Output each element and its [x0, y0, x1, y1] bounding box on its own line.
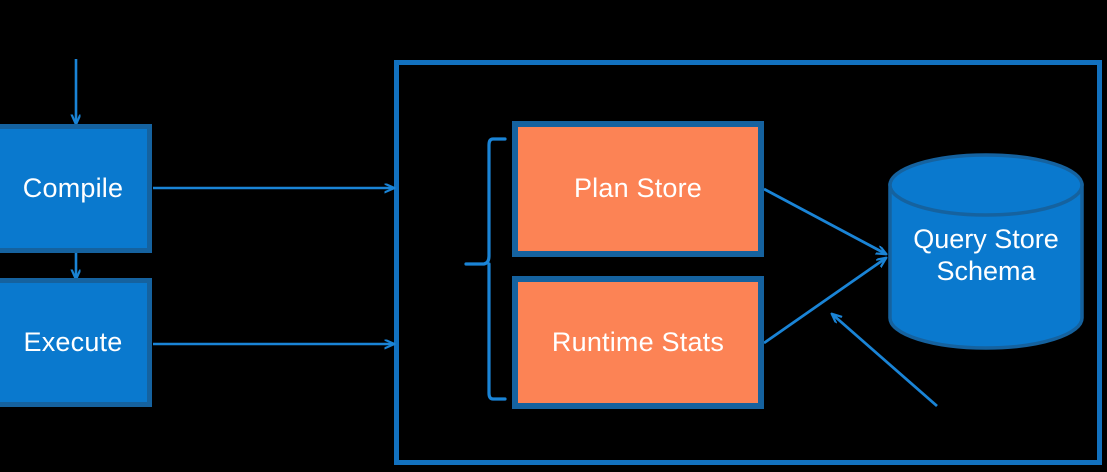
arrow-runtime-stats-to-schema — [763, 258, 886, 345]
query-store-boundary — [394, 60, 1102, 465]
arrow-plan-store-to-schema — [763, 187, 886, 254]
grouping-brace — [464, 137, 507, 401]
node-compile[interactable]: Compile — [0, 124, 152, 253]
node-execute[interactable]: Execute — [0, 278, 152, 407]
node-runtime-stats[interactable]: Runtime Stats — [512, 276, 764, 409]
query-store-schema-cylinder — [888, 153, 1084, 350]
arrow-external-to-schema — [832, 314, 938, 408]
node-plan-store-label: Plan Store — [573, 173, 703, 204]
node-plan-store[interactable]: Plan Store — [512, 121, 764, 257]
node-runtime-stats-label: Runtime Stats — [551, 326, 725, 357]
node-compile-label: Compile — [22, 172, 124, 203]
node-execute-label: Execute — [23, 326, 123, 357]
